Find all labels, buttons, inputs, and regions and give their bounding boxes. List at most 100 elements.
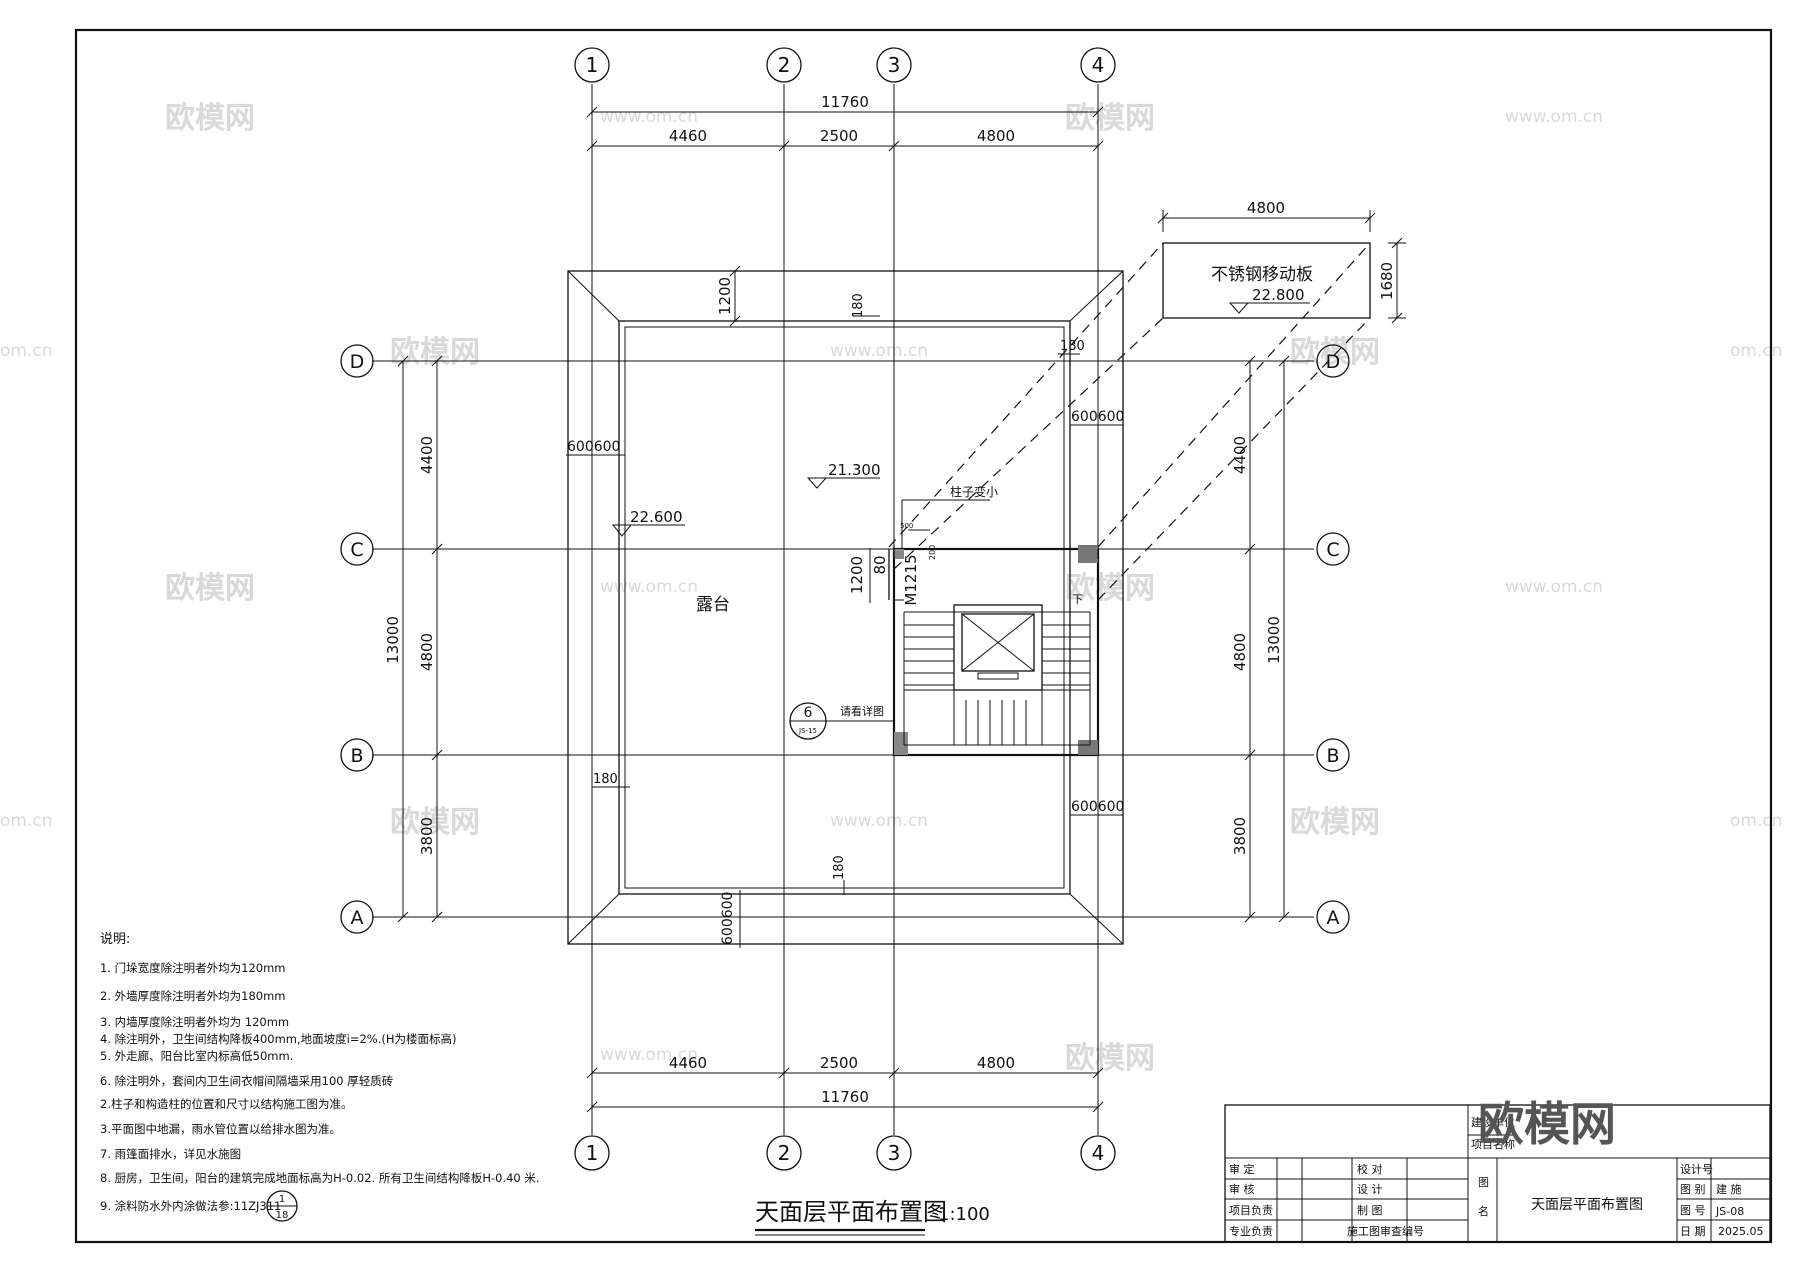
svg-text:欧模网: 欧模网: [390, 805, 480, 840]
svg-text:日 期: 日 期: [1680, 1225, 1706, 1238]
svg-text:600600: 600600: [567, 439, 620, 455]
svg-text:600600: 600600: [720, 892, 736, 945]
svg-text:9. 涂料防水外内涂做法参:11ZJ311: 9. 涂料防水外内涂做法参:11ZJ311: [100, 1199, 281, 1213]
notes-title: 说明:: [100, 932, 130, 947]
elev-22800: 22.800: [1252, 286, 1305, 304]
svg-text:项目负责: 项目负责: [1229, 1203, 1273, 1217]
title-block-drawing-name: 天面层平面布置图: [1531, 1197, 1643, 1213]
general-notes: 说明: 1. 门垛宽度除注明者外均为120mm 2. 外墙厚度除注明者外均为18…: [100, 932, 540, 1222]
drawing-title: 天面层平面布置图: [755, 1198, 947, 1226]
brand-logo: 欧模网: [1478, 1097, 1616, 1151]
axis-label-3: 3: [888, 53, 901, 77]
svg-text:3800: 3800: [418, 817, 436, 855]
svg-text:4: 4: [1092, 1141, 1105, 1165]
drawing-title-block: 天面层平面布置图 1:100: [755, 1198, 990, 1236]
svg-text:欧模网: 欧模网: [1065, 1041, 1155, 1076]
stair-down-label: 下: [1072, 593, 1083, 606]
svg-text:200: 200: [928, 545, 937, 560]
svg-text:建设单位: 建设单位: [1471, 1115, 1515, 1129]
svg-text:2500: 2500: [820, 1054, 858, 1072]
panel-projection: [888, 242, 1371, 601]
detail-note: 请看详图: [840, 704, 884, 718]
detail-reference: 6 JS-15 请看详图: [789, 702, 894, 740]
svg-text:1: 1: [586, 1141, 599, 1165]
axis-label-2: 2: [778, 53, 791, 77]
svg-text:www.om.cn: www.om.cn: [600, 1045, 698, 1065]
svg-text:图: 图: [1478, 1176, 1489, 1189]
svg-text:om.cn: om.cn: [1730, 811, 1783, 831]
door-details: 柱子变小 500 200 80 1200 M1215: [848, 484, 998, 606]
svg-text:8. 厨房，卫生间，阳台的建筑完成地面标高为H-0.02.: 8. 厨房，卫生间，阳台的建筑完成地面标高为H-0.02. 所有卫生间结构降板H…: [100, 1171, 540, 1185]
axis-bubbles-bottom: 1 2 3 4: [574, 1135, 1116, 1171]
svg-text:审 核: 审 核: [1229, 1182, 1255, 1196]
svg-text:4460: 4460: [669, 1054, 707, 1072]
svg-text:2: 2: [778, 1141, 791, 1165]
svg-text:3: 3: [888, 1141, 901, 1165]
svg-text:1200: 1200: [716, 277, 734, 315]
svg-text:om.cn: om.cn: [0, 811, 53, 831]
door-code: M1215: [902, 554, 920, 605]
svg-text:3800: 3800: [1231, 817, 1249, 855]
svg-text:www.om.cn: www.om.cn: [830, 341, 928, 361]
svg-text:JS-08: JS-08: [1715, 1205, 1744, 1218]
svg-text:6: 6: [804, 705, 813, 721]
svg-text:18: 18: [276, 1210, 289, 1221]
axis-label-4: 4: [1092, 53, 1105, 77]
svg-text:600600: 600600: [1071, 799, 1124, 815]
svg-text:2500: 2500: [820, 127, 858, 145]
svg-text:施工图审查编号: 施工图审查编号: [1347, 1224, 1424, 1238]
svg-text:名: 名: [1478, 1204, 1489, 1218]
svg-text:180: 180: [593, 772, 618, 787]
title-block: 审 定 审 核 项目负责 专业负责 校 对 设 计 制 图 施工图审查编号 建设…: [1224, 1097, 1771, 1243]
svg-text:4400: 4400: [1231, 436, 1249, 474]
svg-text:1200: 1200: [848, 556, 866, 594]
svg-text:11760: 11760: [821, 1088, 869, 1106]
svg-text:www.om.cn: www.om.cn: [1505, 577, 1603, 597]
axis-bubbles-top: 1 2 3 4: [574, 47, 1116, 83]
svg-text:欧模网: 欧模网: [390, 335, 480, 370]
stair-core: 下: [888, 545, 1100, 757]
svg-text:4800: 4800: [1231, 633, 1249, 671]
axis-bubbles-left: D C B A: [340, 344, 374, 934]
svg-text:om.cn: om.cn: [1730, 341, 1783, 361]
svg-text:审 定: 审 定: [1229, 1162, 1255, 1176]
svg-text:项目名称: 项目名称: [1471, 1137, 1515, 1151]
svg-text:B: B: [1326, 745, 1339, 767]
local-dimensions: 1200 180 180 180 180 600600 600600 60060…: [566, 265, 1124, 948]
svg-text:4800: 4800: [977, 127, 1015, 145]
svg-text:欧模网: 欧模网: [165, 571, 255, 606]
column-note: 柱子变小: [950, 484, 998, 499]
svg-text:欧模网: 欧模网: [1290, 335, 1380, 370]
watermarks: 欧模网 欧模网 欧模网 欧模网 欧模网 欧模网 欧模网 欧模网 欧模网 www.…: [0, 101, 1783, 1076]
svg-text:欧模网: 欧模网: [165, 101, 255, 136]
svg-text:5. 外走廊、阳台比室内标高低50mm.: 5. 外走廊、阳台比室内标高低50mm.: [100, 1049, 293, 1063]
svg-text:11760: 11760: [821, 93, 869, 111]
dimensions-bottom: 4460 2500 4800 11760: [586, 1054, 1104, 1113]
panel-label: 不锈钢移动板: [1211, 265, 1313, 285]
svg-text:3. 内墙厚度除注明者外均为 120mm: 3. 内墙厚度除注明者外均为 120mm: [100, 1015, 289, 1029]
svg-text:www.om.cn: www.om.cn: [600, 577, 698, 597]
svg-text:A: A: [351, 907, 364, 929]
svg-text:4800: 4800: [1247, 199, 1285, 217]
svg-text:欧模网: 欧模网: [1290, 805, 1380, 840]
svg-text:图 号: 图 号: [1680, 1204, 1706, 1217]
svg-text:om.cn: om.cn: [0, 341, 53, 361]
svg-text:D: D: [350, 351, 365, 373]
svg-text:www.om.cn: www.om.cn: [1505, 107, 1603, 127]
drawing-scale: 1:100: [938, 1204, 990, 1225]
svg-text:设 计: 设 计: [1357, 1183, 1383, 1196]
terrace-label: 露台: [696, 595, 730, 615]
svg-text:图 别: 图 别: [1680, 1183, 1706, 1196]
drawing-frame: [74, 28, 1773, 1244]
svg-text:1680: 1680: [1378, 262, 1396, 300]
svg-text:4. 除注明外，卫生间结构降板400mm,地面坡度i=2%.: 4. 除注明外，卫生间结构降板400mm,地面坡度i=2%.(H为楼面标高): [100, 1032, 457, 1046]
svg-text:www.om.cn: www.om.cn: [600, 107, 698, 127]
svg-text:180: 180: [832, 855, 847, 880]
svg-text:专业负责: 专业负责: [1229, 1224, 1273, 1238]
roof-outline: [567, 270, 1124, 945]
axis-label-1: 1: [586, 53, 599, 77]
svg-text:1: 1: [279, 1194, 285, 1205]
svg-text:设计号: 设计号: [1680, 1163, 1713, 1176]
svg-text:4400: 4400: [418, 436, 436, 474]
